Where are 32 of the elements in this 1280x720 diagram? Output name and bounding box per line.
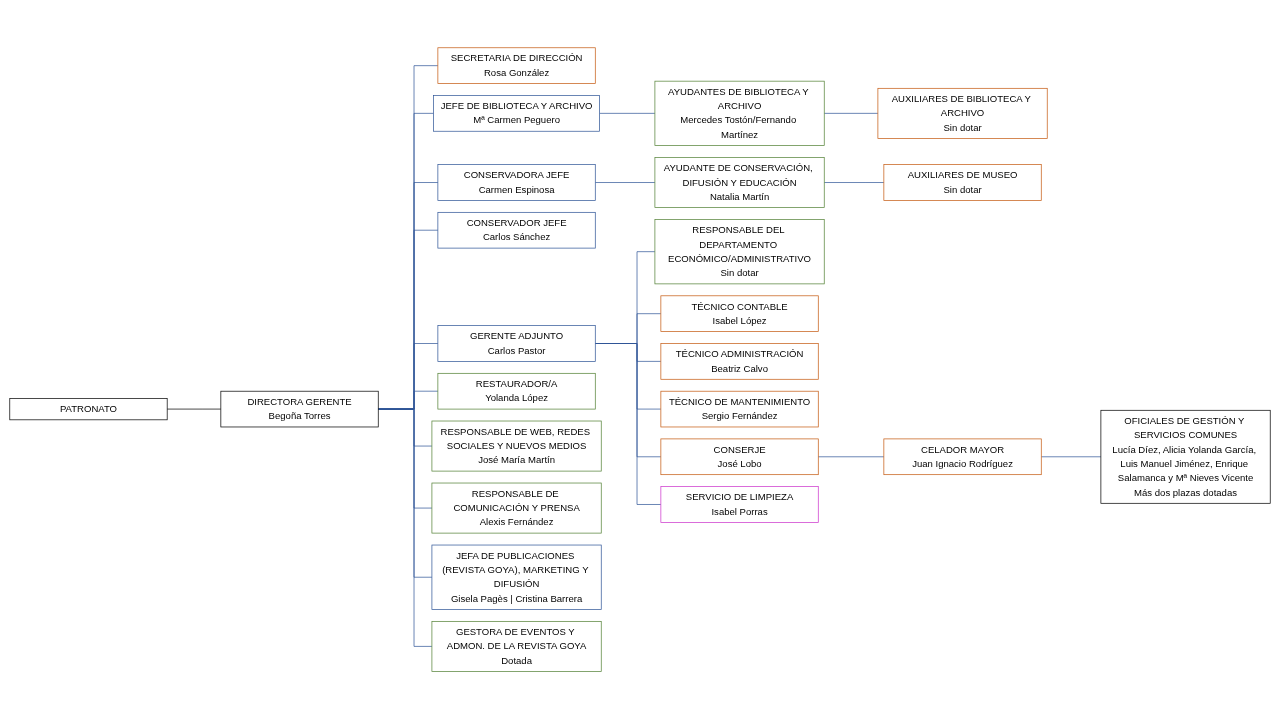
node-box: GESTORA DE EVENTOS Y ADMON. DE LA REVISTA GOYA Dotada [431, 621, 602, 673]
connector [823, 113, 879, 115]
node-box: RESPONSABLE DE WEB, REDES SOCIALES Y NUEVOS MEDIOS José María Martín [431, 421, 602, 472]
node-box: RESTAURADOR/A Yolanda López [437, 373, 596, 410]
node-box: GERENTE ADJUNTO Carlos Pastor [437, 325, 596, 363]
node-box: AUXILIARES DE MUSEO Sin dotar [883, 164, 1042, 202]
node-box: RESPONSABLE DEL DEPARTAMENTO ECONÓMICO/ADMINISTRATIVO Sin dotar [654, 219, 825, 285]
node-box: SECRETARIA DE DIRECCIÓN Rosa González [437, 47, 596, 85]
connector [599, 113, 656, 115]
connector [594, 343, 662, 506]
node-box: PATRONATO [9, 398, 168, 421]
node-box: CELADOR MAYOR Juan Ignacio Rodríguez [883, 438, 1042, 476]
node-box: AYUDANTES DE BIBLIOTECA Y ARCHIVO Mercedes Tostón/Fernando Martínez [654, 81, 825, 147]
node-box: TÉCNICO CONTABLE Isabel López [660, 295, 819, 333]
node-box: SERVICIO DE LIMPIEZA Isabel Porras [660, 486, 819, 524]
node-box: RESPONSABLE DE COMUNICACIÓN Y PRENSA Alexis Fernández [431, 483, 602, 534]
node-box: CONSERVADOR JEFE Carlos Sánchez [437, 212, 596, 249]
node-box: JEFE DE BIBLIOTECA Y ARCHIVO Mª Carmen Peguero [433, 95, 600, 132]
connector [823, 182, 885, 184]
node-box: TÉCNICO DE MANTENIMIENTO Sergio Fernández [660, 391, 819, 428]
node-box: TÉCNICO ADMINISTRACIÓN Beatriz Calvo [660, 343, 819, 381]
node-box: CONSERJE José Lobo [660, 438, 819, 476]
connector [166, 409, 222, 410]
connector [1040, 456, 1102, 458]
node-box: DIRECTORA GERENTE Begoña Torres [220, 391, 379, 428]
node-box: JEFA DE PUBLICACIONES (REVISTA GOYA), MARKETING Y DIFUSIÓN Gisela Pagès | Cristina Barrera [431, 545, 602, 611]
connector [377, 409, 433, 648]
connector [594, 182, 656, 184]
node-box: OFICIALES DE GESTIÓN Y SERVICIOS COMUNES Lucía Díez, Alicia Yolanda García, Luis Manuel Jiménez, Enrique Salamanca y Mª Nieves Vicente Más dos plazas dotadas [1100, 410, 1271, 505]
node-box: AUXILIARES DE BIBLIOTECA Y ARCHIVO Sin dotar [877, 88, 1048, 140]
node-box: CONSERVADORA JEFE Carmen Espinosa [437, 164, 596, 202]
node-box: AYUDANTE DE CONSERVACIÓN, DIFUSIÓN Y EDUCACIÓN Natalia Martín [654, 157, 825, 209]
